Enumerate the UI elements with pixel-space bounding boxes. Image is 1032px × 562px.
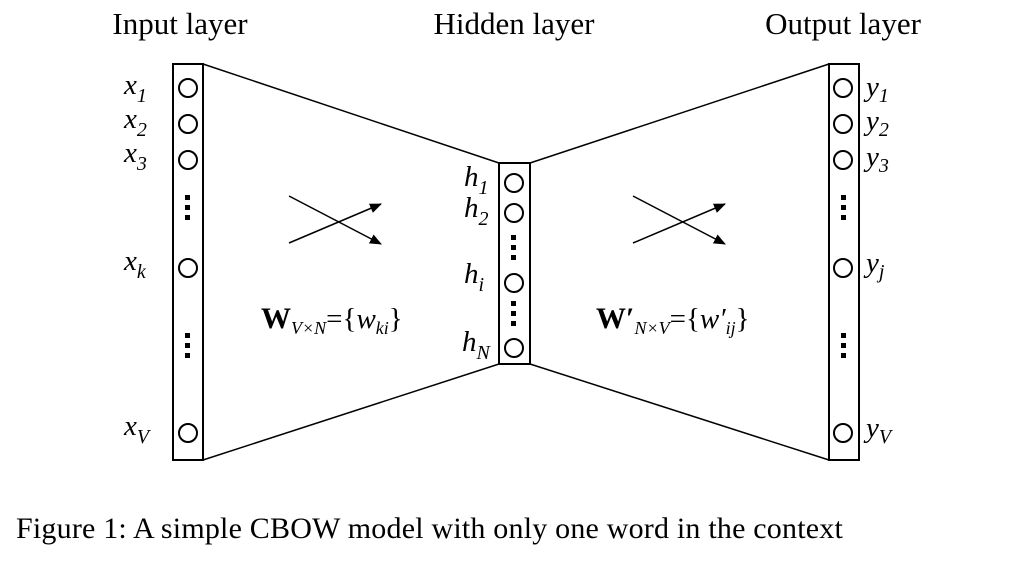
figure-caption: Figure 1: A simple CBOW model with only …	[16, 512, 843, 545]
hidden-label-hN: hN	[462, 326, 492, 364]
input-ellipsis-upper	[185, 195, 190, 220]
hidden-layer-box	[498, 162, 531, 365]
output-ellipsis-lower	[841, 333, 846, 358]
output-label-yV: yV	[863, 412, 894, 448]
hidden-output-connection-top	[529, 63, 830, 164]
input-label-x3: x3	[123, 137, 147, 175]
hidden-node-h1	[504, 173, 524, 193]
output-node-y2	[833, 114, 853, 134]
input-ellipsis-lower	[185, 333, 190, 358]
output-node-yj	[833, 258, 853, 278]
hidden-node-hi	[504, 273, 524, 293]
input-label-xk: xk	[123, 245, 147, 283]
input-node-xV	[178, 423, 198, 443]
output-label-y2: y2	[863, 105, 889, 141]
input-label-x2: x2	[123, 103, 147, 141]
output-node-y1	[833, 78, 853, 98]
input-hidden-connection-bottom	[202, 363, 500, 461]
hidden-label-h1: h1	[464, 161, 489, 199]
hidden-node-hN	[504, 338, 524, 358]
hidden-node-h2	[504, 203, 524, 223]
output-ellipsis-upper	[841, 195, 846, 220]
output-node-yV	[833, 423, 853, 443]
weight-label-hidden-output: W′N×V={w′ij}	[596, 302, 750, 338]
input-hidden-connection-top	[202, 63, 500, 164]
output-node-y3	[833, 150, 853, 170]
input-node-xk	[178, 258, 198, 278]
input-node-x2	[178, 114, 198, 134]
input-hidden-crossing-arrows	[288, 195, 382, 245]
hidden-ellipsis-upper	[511, 235, 516, 260]
input-layer-title: Input layer	[112, 6, 248, 41]
cbow-diagram: Input layer Hidden layer Output layer x1…	[112, 6, 922, 461]
hidden-label-hi: hi	[464, 258, 484, 296]
output-label-y1: y1	[863, 71, 889, 107]
input-label-x1: x1	[123, 69, 147, 107]
input-node-x3	[178, 150, 198, 170]
hidden-ellipsis-lower	[511, 301, 516, 326]
input-node-x1	[178, 78, 198, 98]
hidden-output-crossing-arrows	[632, 195, 726, 245]
hidden-layer-title: Hidden layer	[434, 6, 596, 41]
output-layer-title: Output layer	[765, 6, 921, 41]
output-label-yj: yj	[863, 247, 885, 283]
hidden-label-h2: h2	[464, 192, 489, 230]
hidden-output-connection-bottom	[529, 363, 830, 461]
input-label-xV: xV	[123, 410, 152, 448]
output-label-y3: y3	[863, 141, 889, 177]
weight-label-input-hidden: WV×N={wki}	[261, 302, 403, 338]
